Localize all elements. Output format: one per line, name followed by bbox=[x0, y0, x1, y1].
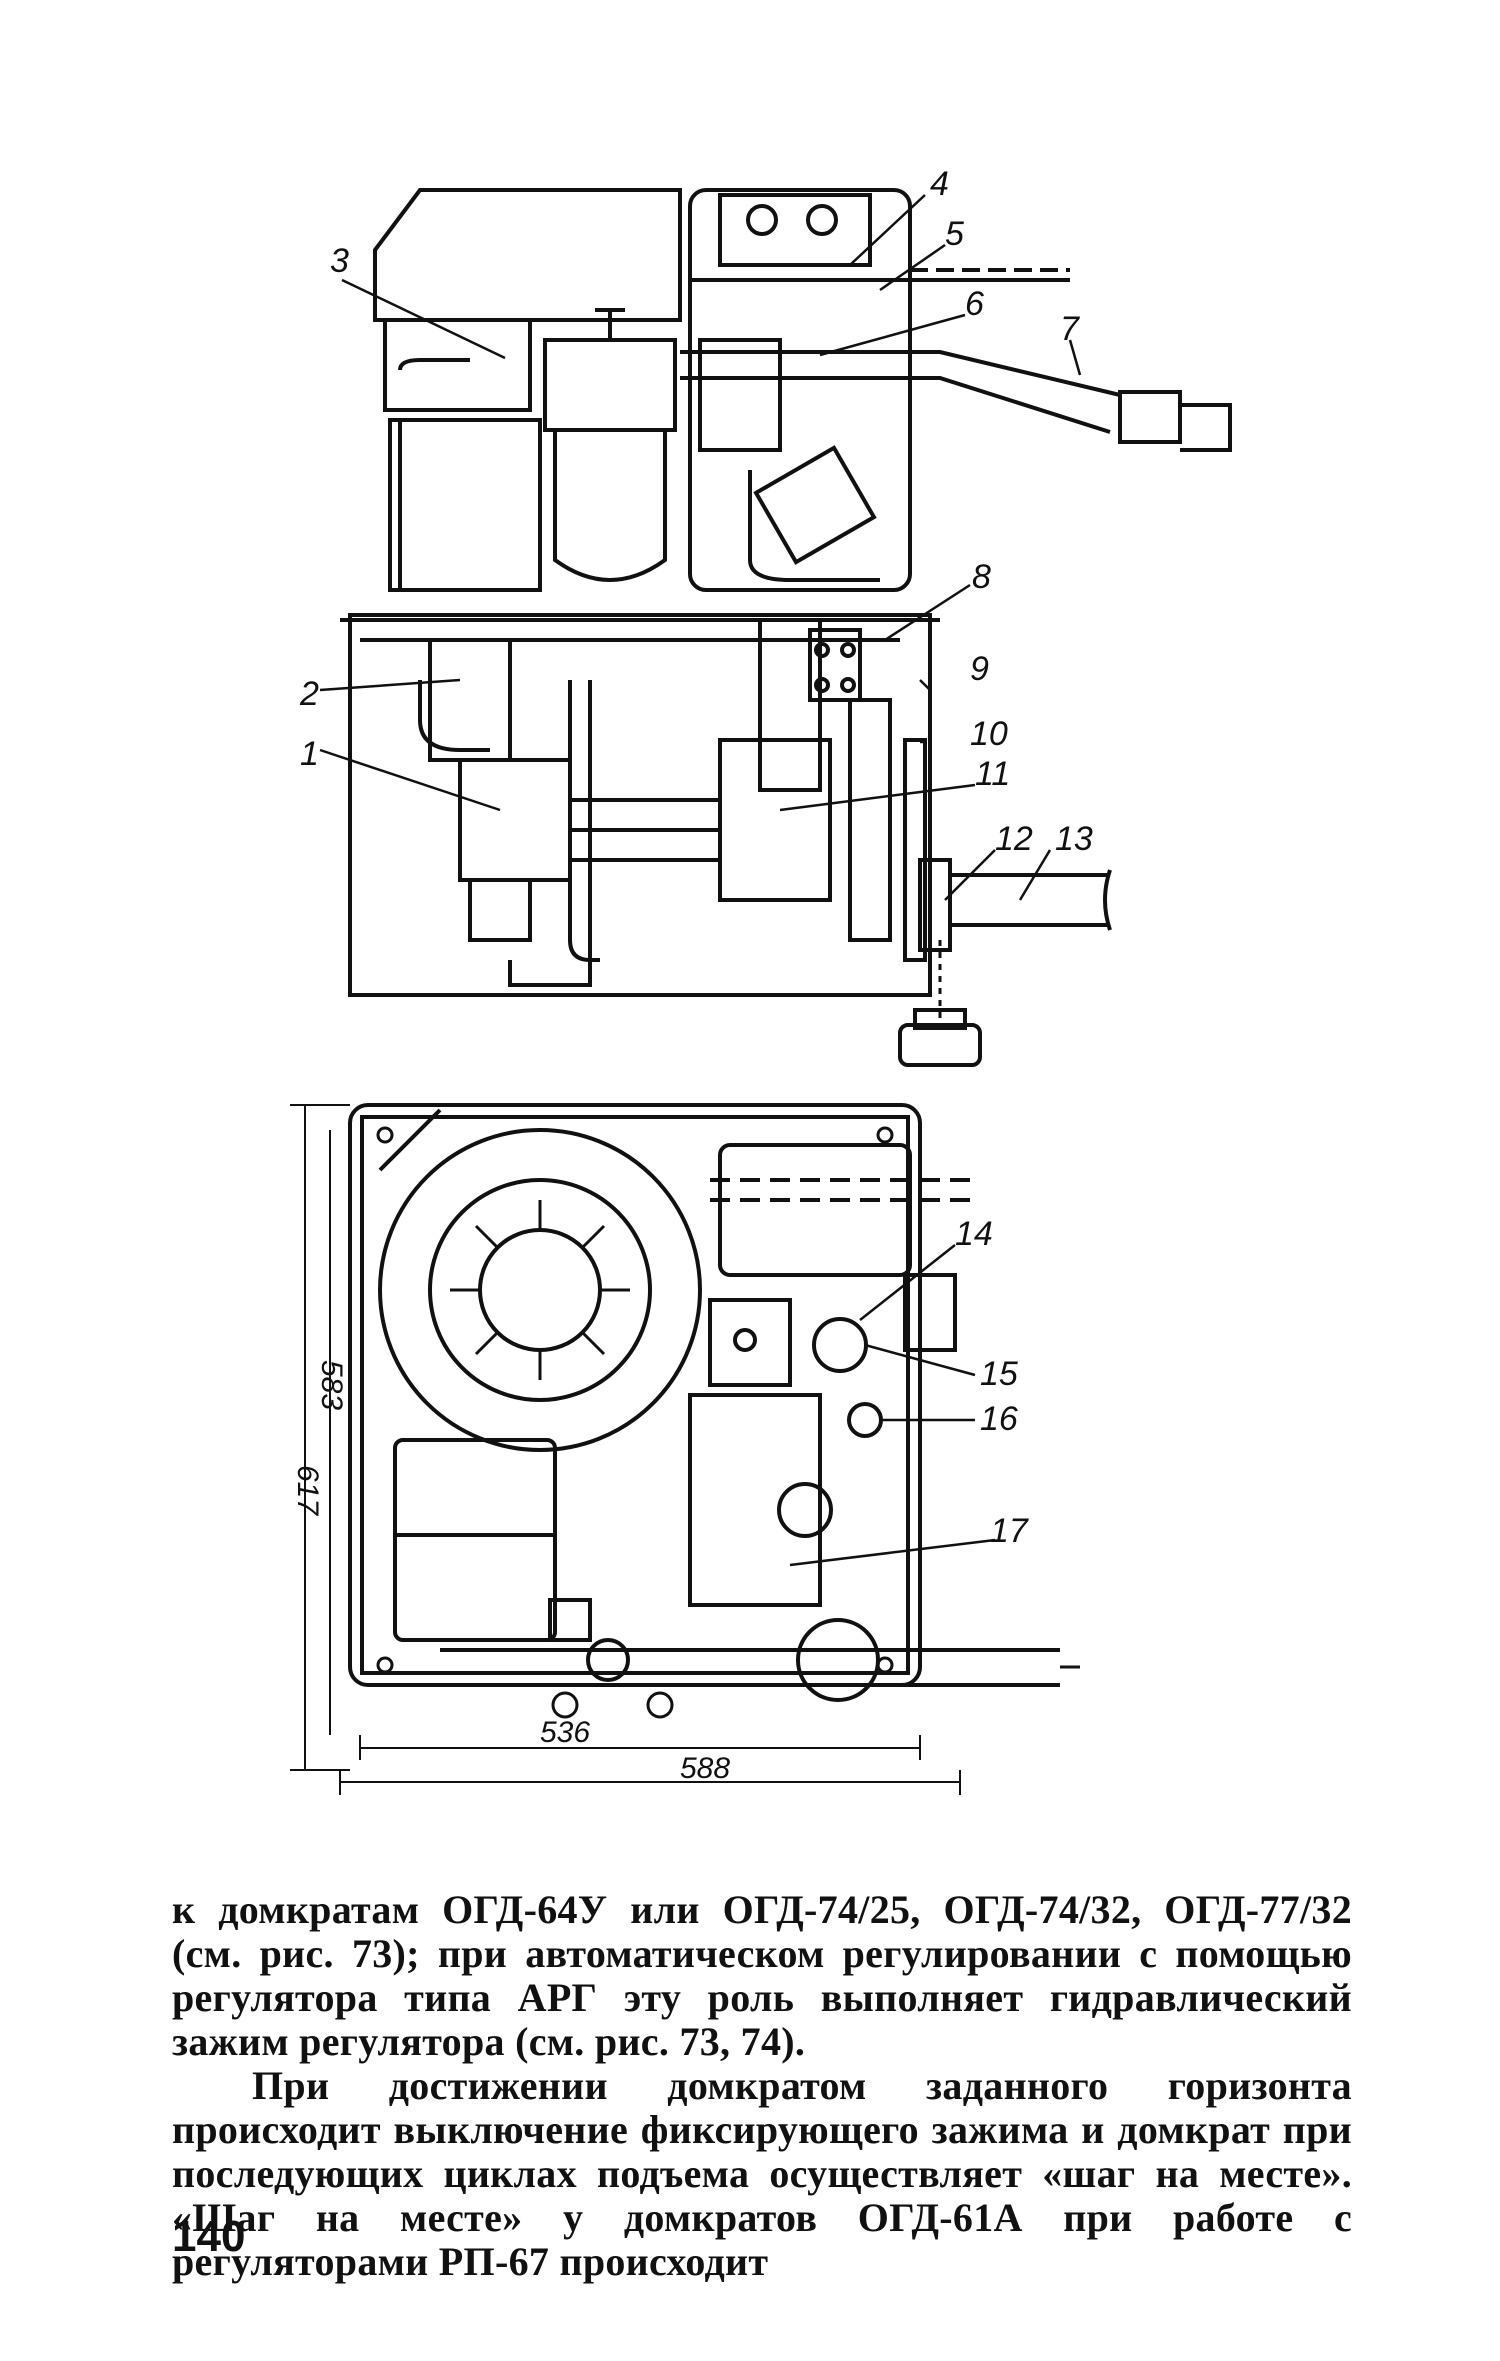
callout-9: 9 bbox=[970, 650, 989, 688]
callout-3: 3 bbox=[330, 242, 349, 280]
callout-11: 11 bbox=[975, 755, 1010, 793]
callout-13: 13 bbox=[1055, 820, 1093, 858]
callout-15: 15 bbox=[980, 1355, 1018, 1393]
callout-6: 6 bbox=[965, 285, 984, 323]
callout-14: 14 bbox=[955, 1215, 993, 1253]
plan-view bbox=[290, 1103, 1080, 1795]
callout-12: 12 bbox=[995, 820, 1033, 858]
technical-drawing: 1 2 3 4 5 6 7 8 9 10 11 12 13 14 15 16 1… bbox=[290, 165, 1232, 1795]
callout-7: 7 bbox=[1060, 310, 1080, 348]
side-elevation-view bbox=[319, 188, 1232, 1067]
callout-labels: 1 2 3 4 5 6 7 8 9 10 11 12 13 14 15 16 1… bbox=[299, 165, 1093, 1550]
callout-16: 16 bbox=[980, 1400, 1018, 1438]
callout-4: 4 bbox=[930, 165, 949, 203]
dimension-583: 583 bbox=[315, 1360, 348, 1410]
callout-5: 5 bbox=[945, 215, 964, 253]
dimension-labels: 617 583 536 588 bbox=[291, 1360, 730, 1785]
paragraph-2: При достижении домкратом заданного гориз… bbox=[172, 2063, 1352, 2284]
dimension-617: 617 bbox=[291, 1465, 324, 1516]
paragraph-1: к домкратам ОГД-64У или ОГД-74/25, ОГД-7… bbox=[172, 1887, 1352, 2064]
callout-10: 10 bbox=[970, 715, 1008, 753]
dimension-536: 536 bbox=[540, 1716, 590, 1749]
callout-8: 8 bbox=[972, 558, 991, 596]
callout-2: 2 bbox=[299, 675, 319, 713]
page-number: 140 bbox=[172, 2212, 246, 2261]
callout-1: 1 bbox=[300, 735, 319, 773]
dimension-588: 588 bbox=[680, 1752, 730, 1785]
callout-17: 17 bbox=[990, 1512, 1029, 1550]
